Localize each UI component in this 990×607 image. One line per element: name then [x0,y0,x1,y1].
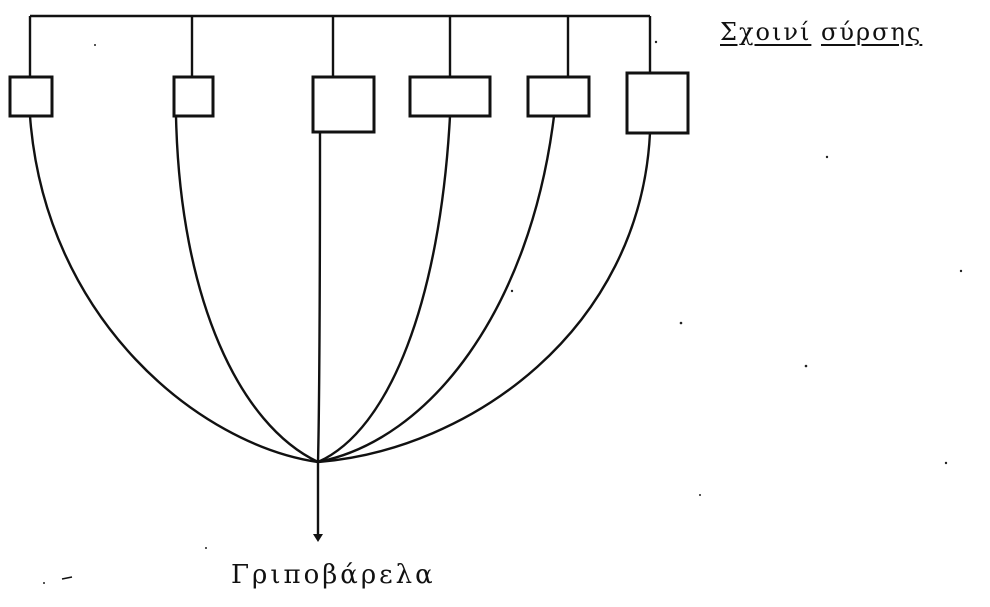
net-curve-6 [317,132,652,464]
speck [205,547,207,549]
net-curve-2 [174,115,319,464]
speck [510,289,514,293]
float-6 [625,71,690,135]
float-4 [408,75,492,118]
tow-rope-label: Σχοινί σύρσης [720,18,922,46]
speck [679,321,683,325]
tow-rope-label-word-1: Σχοινί [720,18,812,46]
arrow-head-icon [313,534,323,542]
tow-rope-label-word-2: σύρσης [821,18,923,46]
net-label: Γριποβάρελα [231,560,436,590]
speck [825,155,829,159]
speck [43,582,45,584]
speck [94,44,96,46]
float-1 [8,75,54,118]
speck-dash [61,576,73,580]
net-curve-1 [28,115,319,464]
speck [699,494,701,496]
speck [804,364,808,368]
net-curve-3 [316,116,335,463]
float-2 [172,75,215,118]
float-3 [311,75,376,134]
speck [944,461,948,465]
net-curve-4 [317,115,452,464]
speck [654,40,658,44]
net-curve-5 [317,115,556,464]
float-5 [526,75,591,118]
speck [959,269,963,273]
